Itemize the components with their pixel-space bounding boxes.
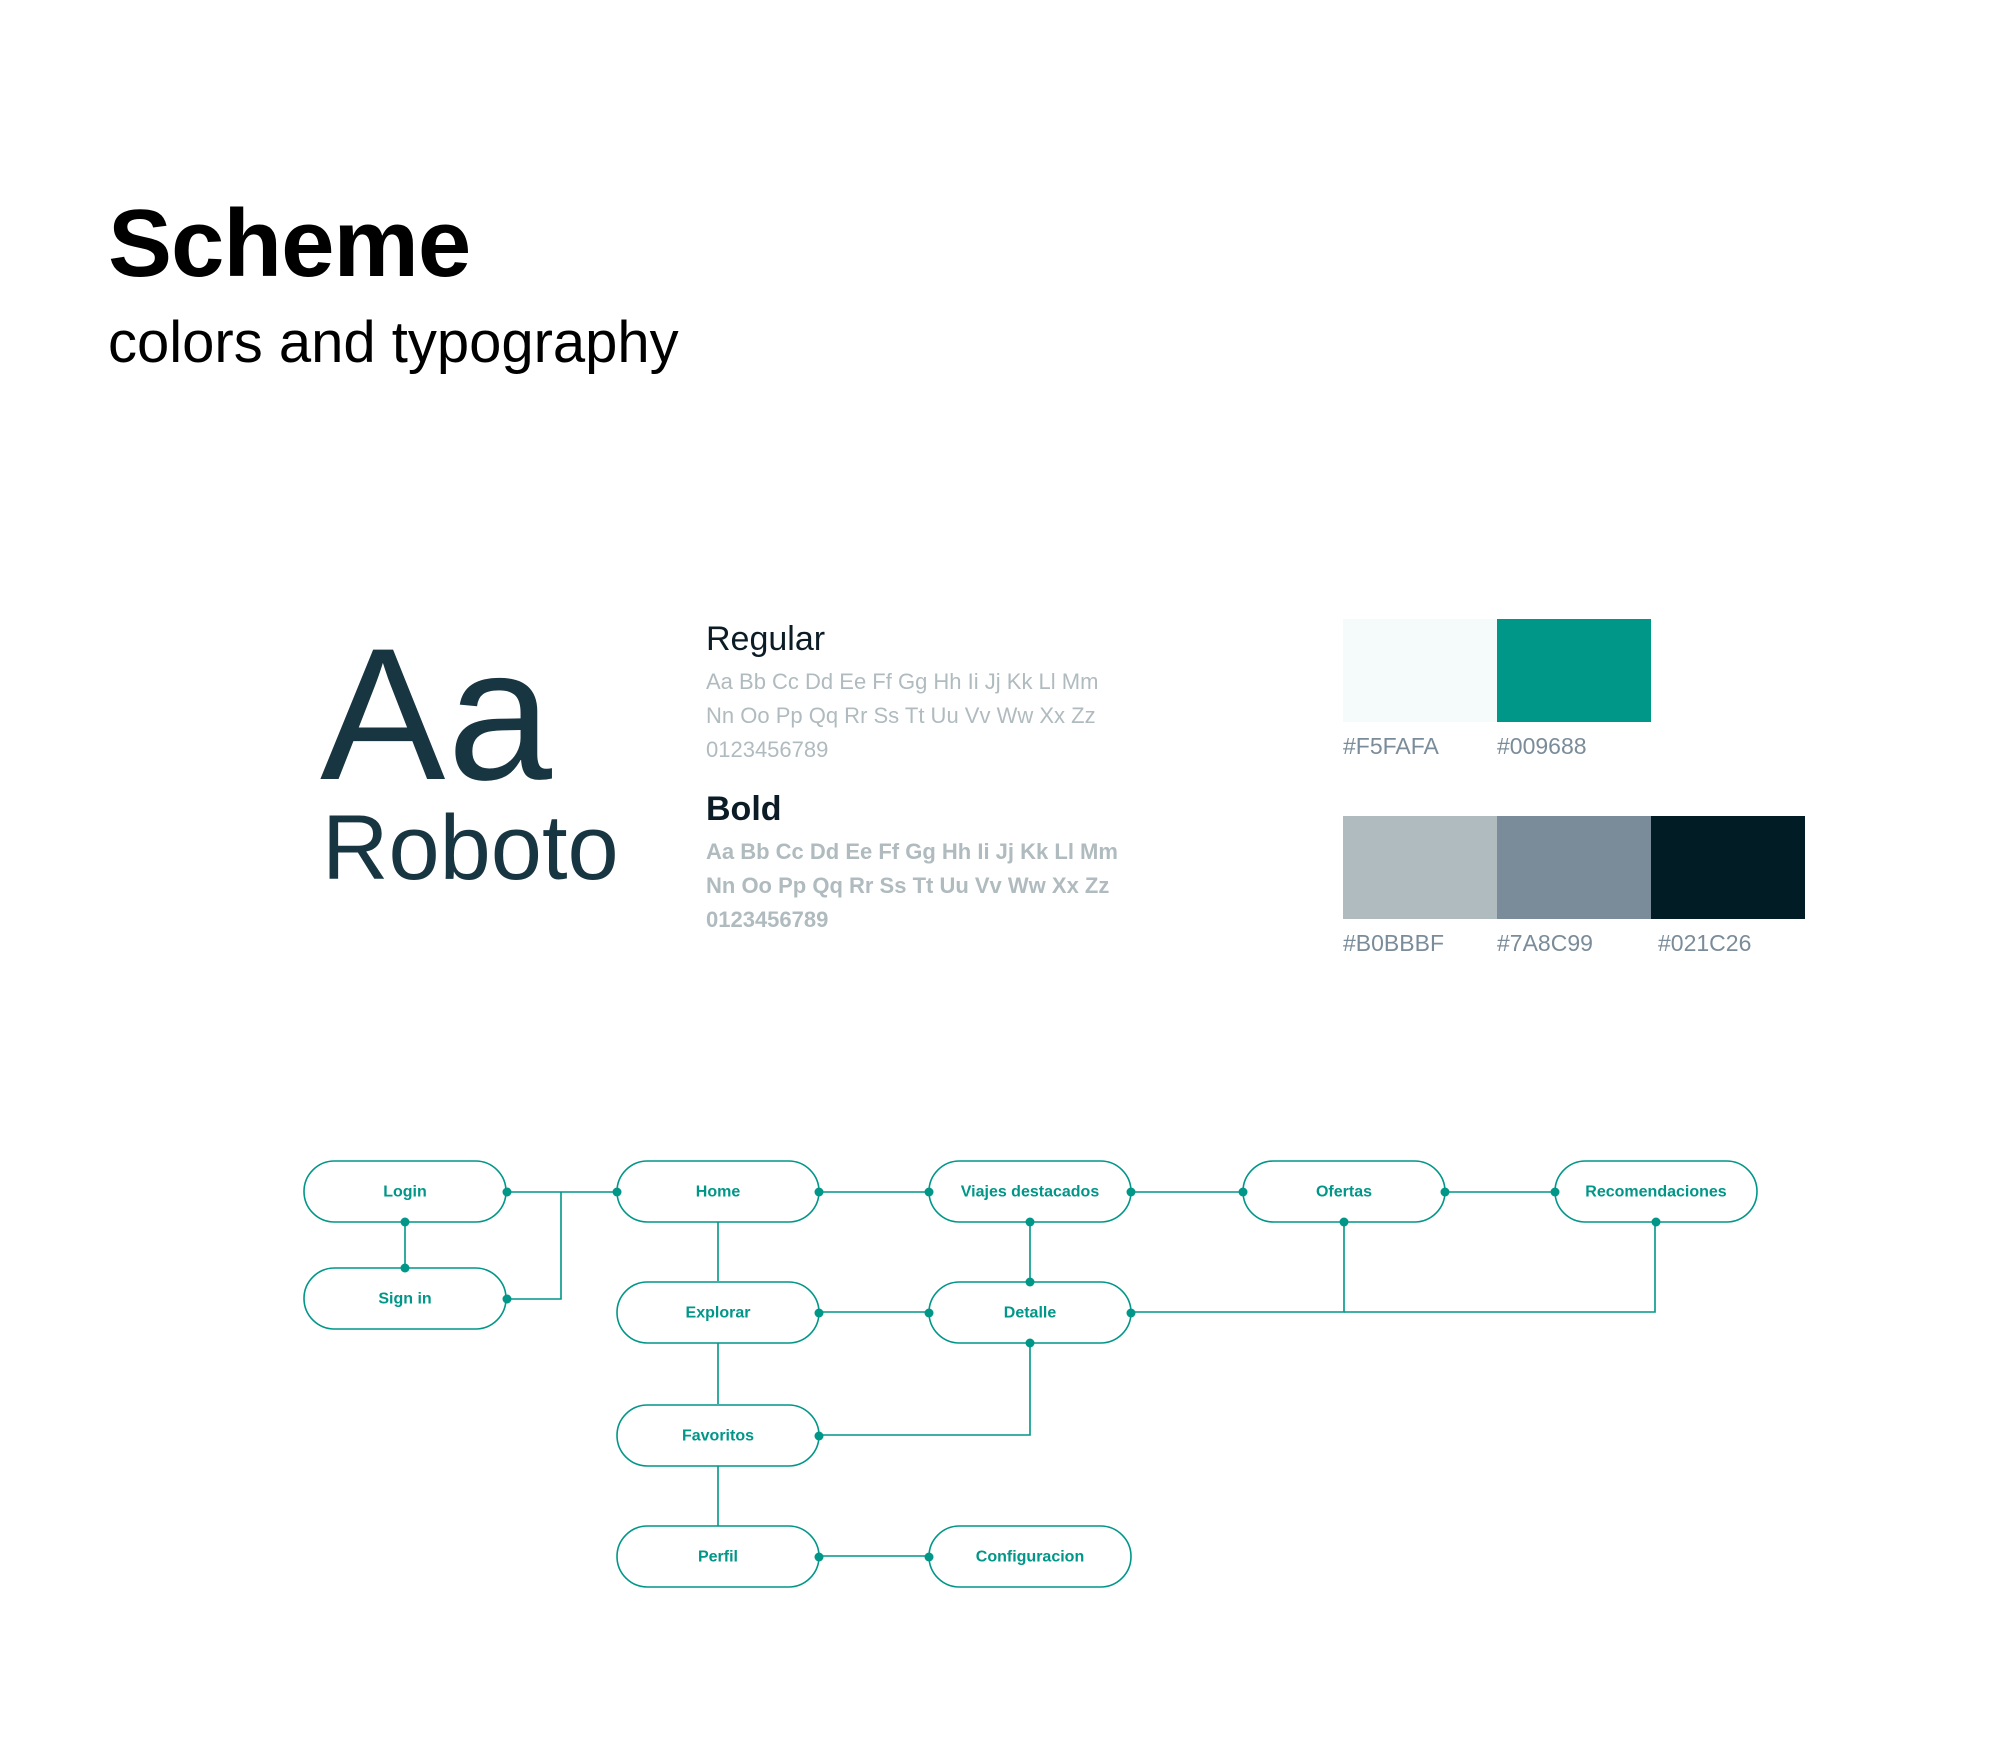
flow-node-label: Detalle <box>1004 1305 1057 1322</box>
glyph-sample-line: Nn Oo Pp Qq Rr Ss Tt Uu Vv Ww Xx Zz <box>706 873 1110 898</box>
connector-dot <box>612 1187 622 1197</box>
page-subtitle: colors and typography <box>108 310 679 375</box>
connector-dot <box>1126 1187 1136 1197</box>
connector-dot <box>814 1431 824 1441</box>
flow-node-recomendaciones[interactable]: Recomendaciones <box>1554 1160 1758 1223</box>
color-hex-label: #F5FAFA <box>1343 733 1439 759</box>
color-swatch <box>1651 816 1805 919</box>
color-hex-label: #B0BBBF <box>1343 930 1444 956</box>
flow-edge-signin-home <box>508 1192 562 1300</box>
glyph-sample-line: 0123456789 <box>706 907 829 932</box>
style-label-bold: Bold <box>706 790 782 828</box>
connector-dot <box>814 1552 824 1562</box>
typeface-specimen: Aa <box>320 609 554 819</box>
connector-dot <box>502 1187 512 1197</box>
flow-node-configuracion[interactable]: Configuracion <box>928 1525 1132 1588</box>
glyph-sample-line: Nn Oo Pp Qq Rr Ss Tt Uu Vv Ww Xx Zz <box>706 703 1096 728</box>
connector-dot <box>1025 1217 1035 1227</box>
connector-dot <box>1238 1187 1248 1197</box>
typeface-name: Roboto <box>322 797 619 899</box>
style-label-regular: Regular <box>706 620 826 658</box>
flow-node-label: Login <box>383 1184 427 1201</box>
flow-node-label: Favoritos <box>682 1428 754 1445</box>
connector-dot <box>1550 1187 1560 1197</box>
connector-dot <box>924 1187 934 1197</box>
flow-node-explorar[interactable]: Explorar <box>616 1281 820 1344</box>
color-hex-label: #7A8C99 <box>1497 930 1593 956</box>
flow-node-viajes[interactable]: Viajes destacados <box>928 1160 1132 1223</box>
color-swatch <box>1497 619 1651 722</box>
glyph-sample-line: Aa Bb Cc Dd Ee Ff Gg Hh Ii Jj Kk Ll Mm <box>706 839 1118 864</box>
flow-node-label: Perfil <box>698 1549 738 1566</box>
flow-node-label: Home <box>696 1184 741 1201</box>
connector-dot <box>1025 1338 1035 1348</box>
connector-dot <box>1126 1308 1136 1318</box>
connector-dot <box>502 1294 512 1304</box>
glyph-sample-bold: Aa Bb Cc Dd Ee Ff Gg Hh Ii Jj Kk Ll Mm N… <box>706 835 1166 937</box>
color-swatch <box>1343 816 1497 919</box>
glyph-sample-line: 0123456789 <box>706 737 829 762</box>
flow-node-signin[interactable]: Sign in <box>303 1267 507 1330</box>
flow-edges <box>404 1191 1656 1557</box>
connector-dot <box>814 1187 824 1197</box>
flow-node-label: Explorar <box>686 1305 751 1322</box>
flow-node-label: Recomendaciones <box>1585 1184 1726 1201</box>
flow-node-label: Viajes destacados <box>961 1184 1100 1201</box>
color-swatch <box>1497 816 1651 919</box>
flow-node-login[interactable]: Login <box>303 1160 507 1223</box>
flow-edge-detalle-recomendaciones <box>1344 1222 1656 1313</box>
flow-node-ofertas[interactable]: Ofertas <box>1242 1160 1446 1223</box>
flow-edge-favoritos-detalle <box>818 1343 1031 1436</box>
connector-dot <box>1440 1187 1450 1197</box>
glyph-sample-regular: Aa Bb Cc Dd Ee Ff Gg Hh Ii Jj Kk Ll Mm N… <box>706 665 1166 767</box>
connector-dot <box>1651 1217 1661 1227</box>
color-swatch <box>1343 619 1497 722</box>
connector-dot <box>400 1263 410 1273</box>
flow-node-favoritos[interactable]: Favoritos <box>616 1404 820 1467</box>
flow-node-label: Sign in <box>378 1291 431 1308</box>
connector-dot <box>1339 1217 1349 1227</box>
page-title: Scheme <box>108 190 471 297</box>
flow-nodes: Login Sign in Home Viajes destacados Ofe… <box>303 1160 1758 1588</box>
connector-dot <box>814 1308 824 1318</box>
color-hex-label: #021C26 <box>1658 930 1752 956</box>
flow-connector-dots <box>400 1187 1661 1562</box>
flow-edge-detalle-ofertas <box>1130 1222 1345 1313</box>
flow-node-label: Configuracion <box>976 1549 1084 1566</box>
connector-dot <box>1025 1277 1035 1287</box>
glyph-sample-line: Aa Bb Cc Dd Ee Ff Gg Hh Ii Jj Kk Ll Mm <box>706 669 1099 694</box>
connector-dot <box>924 1308 934 1318</box>
color-hex-label: #009688 <box>1497 733 1587 759</box>
connector-dot <box>924 1552 934 1562</box>
flow-node-detalle[interactable]: Detalle <box>928 1281 1132 1344</box>
flow-node-home[interactable]: Home <box>616 1160 820 1223</box>
flow-node-label: Ofertas <box>1316 1184 1372 1201</box>
connector-dot <box>400 1217 410 1227</box>
flow-node-perfil[interactable]: Perfil <box>616 1525 820 1588</box>
